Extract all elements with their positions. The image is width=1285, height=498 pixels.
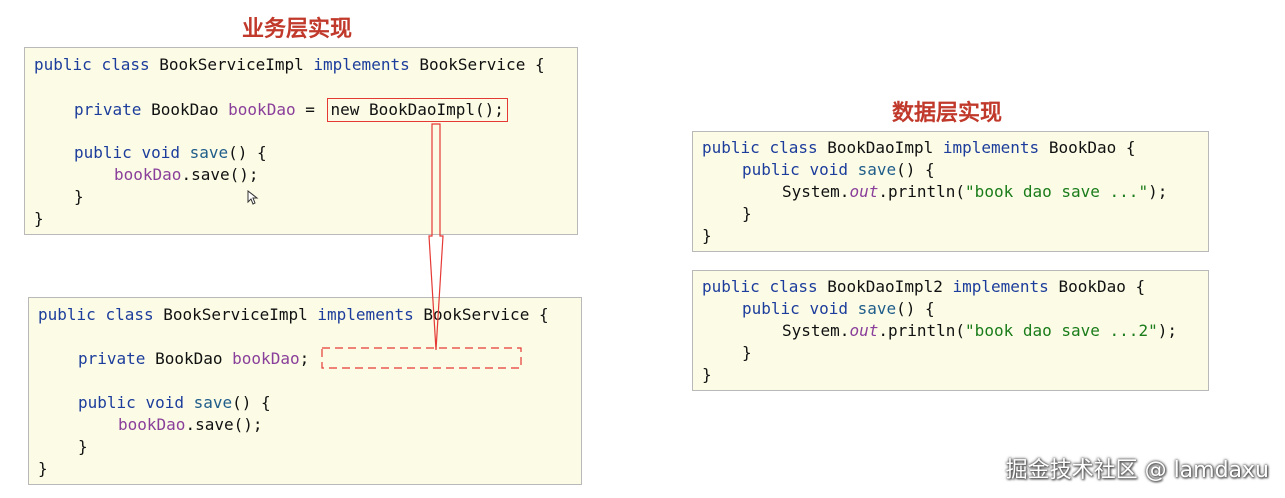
mouse-cursor-icon (247, 190, 259, 205)
code-line: bookDao.save(); (118, 415, 263, 434)
code-block-service-before: public class BookServiceImpl implements … (24, 47, 578, 235)
code-line: } (34, 209, 44, 228)
dao-layer-heading: 数据层实现 (892, 101, 1003, 126)
new-instance-expression: new BookDaoImpl(); (326, 98, 508, 122)
code-line: } (702, 226, 712, 245)
code-block-service-after: public class BookServiceImpl implements … (28, 297, 582, 485)
code-line: public void save() { (74, 143, 267, 162)
code-line: } (78, 437, 88, 456)
code-line: private BookDao bookDao = new BookDaoImp… (74, 98, 508, 122)
code-line: } (38, 459, 48, 478)
code-block-dao-impl-1: public class BookDaoImpl implements Book… (692, 131, 1209, 252)
code-line: bookDao.save(); (114, 165, 259, 184)
service-layer-heading: 业务层实现 (242, 17, 353, 42)
code-line: System.out.println("book dao save ...2")… (782, 321, 1177, 340)
code-block-dao-impl-2: public class BookDaoImpl2 implements Boo… (692, 270, 1209, 391)
code-line: } (74, 187, 84, 206)
code-line: public class BookDaoImpl2 implements Boo… (702, 277, 1146, 296)
code-line: } (742, 343, 752, 362)
code-line: public class BookDaoImpl implements Book… (702, 138, 1136, 157)
code-line: } (702, 365, 712, 384)
code-line: public void save() { (742, 299, 935, 318)
watermark: 掘金技术社区 @ lamdaxu (1005, 458, 1269, 483)
code-line: public void save() { (78, 393, 271, 412)
code-line: System.out.println("book dao save ..."); (782, 182, 1168, 201)
code-line: } (742, 204, 752, 223)
code-line: public class BookServiceImpl implements … (34, 55, 545, 74)
code-line: public void save() { (742, 160, 935, 179)
code-line: public class BookServiceImpl implements … (38, 305, 549, 324)
code-line: private BookDao bookDao; (78, 349, 310, 368)
